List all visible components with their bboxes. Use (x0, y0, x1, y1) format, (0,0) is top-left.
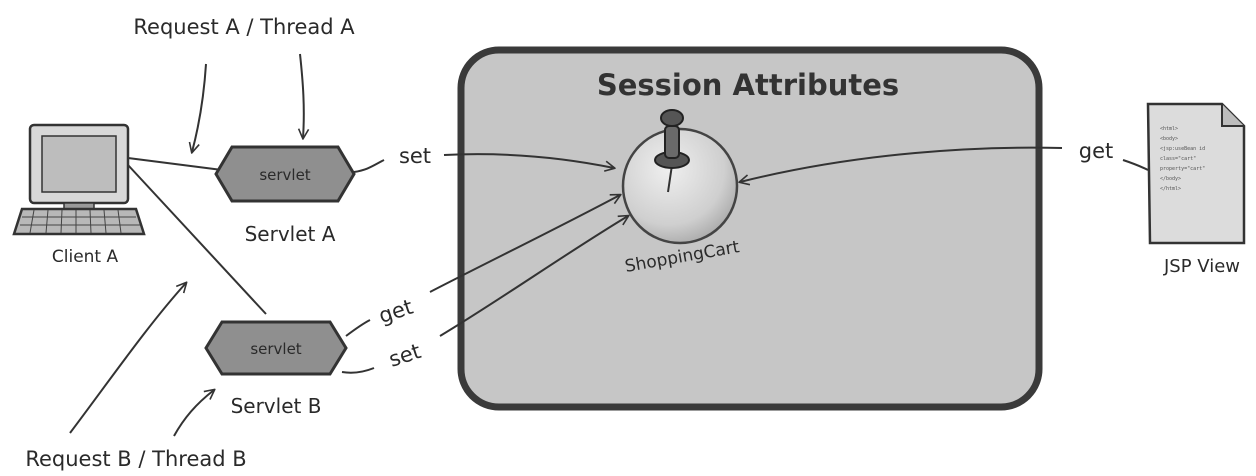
client-to-servlet-a-line (127, 157, 223, 171)
servlet-b-caption: Servlet B (231, 394, 322, 418)
servlet-a-set-label: set (399, 144, 431, 168)
jsp-code-line-2: <body> (1160, 136, 1178, 142)
jsp-view-caption: JSP View (1163, 256, 1240, 277)
session-attributes-title: Session Attributes (597, 68, 899, 102)
jsp-get-arrow-tail (1122, 159, 1149, 171)
client-computer-icon (12, 123, 146, 236)
jsp-code-line-1: <html> (1160, 126, 1178, 132)
servlet-b-set-line (341, 367, 375, 374)
servlet-b-set-label: set (386, 339, 424, 372)
servlet-b-get-label: get (376, 295, 416, 328)
client-to-servlet-b-line (127, 164, 267, 315)
client-a-label: Client A (52, 247, 119, 267)
servlet-a: servlet (214, 145, 356, 203)
servlet-b-get-line (345, 319, 371, 337)
request-b-arrow-2 (173, 388, 216, 437)
jsp-document-icon: <html> <body> <jsp:useBean id class="car… (1146, 102, 1246, 245)
request-a-arrow-1 (188, 63, 207, 154)
servlet-a-set-arrow-tail (443, 153, 616, 172)
jsp-get-label: get (1079, 139, 1113, 163)
jsp-code-line-5: property="cart" (1160, 166, 1205, 172)
jsp-code-line-6: </body> (1160, 176, 1181, 182)
request-b-label: Request B / Thread B (25, 447, 246, 471)
servlet-b-set-arrow (439, 214, 630, 337)
jsp-get-arrow (738, 146, 1063, 186)
servlet-b-box-label: servlet (250, 340, 301, 358)
servlet-a-caption: Servlet A (245, 222, 336, 246)
request-a-arrow-2 (297, 53, 310, 140)
request-b-arrow-1 (69, 281, 188, 434)
servlet-a-box-label: servlet (259, 166, 310, 184)
jsp-code-line-7: </html> (1160, 186, 1181, 192)
servlet-a-set-arrow (353, 159, 385, 173)
jsp-code-line-4: class="cart" (1160, 156, 1196, 162)
servlet-b-get-arrow (429, 193, 622, 293)
shopping-cart-ball (621, 127, 739, 245)
push-pin-icon (654, 109, 690, 193)
servlet-b: servlet (204, 320, 348, 376)
session-attributes-panel: Session Attributes (457, 46, 1043, 411)
jsp-code-line-3: <jsp:useBean id (1160, 146, 1205, 152)
request-a-label: Request A / Thread A (133, 15, 355, 39)
